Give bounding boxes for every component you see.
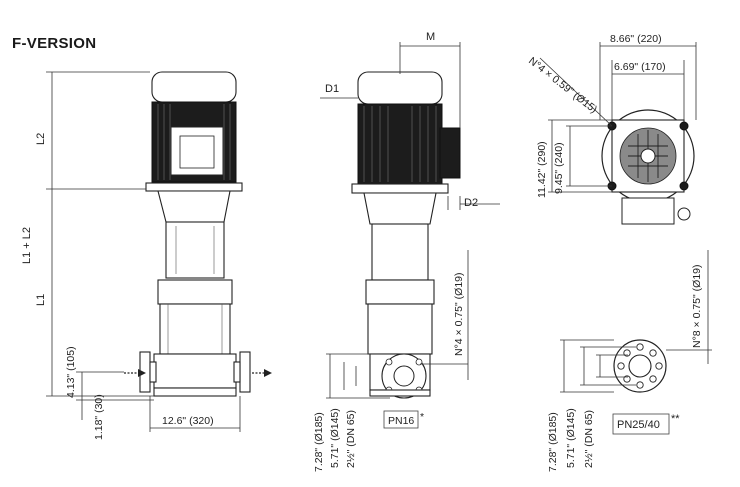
side-motor-flange — [351, 183, 449, 194]
side-motor-cap — [357, 71, 443, 105]
dim-h-105: 4.13" (105) — [65, 346, 77, 398]
front-top-chamber — [157, 279, 233, 305]
pn2540-label: PN25/40 — [617, 419, 660, 431]
drawing-title: F-VERSION — [12, 35, 96, 52]
front-pump-base — [153, 353, 237, 389]
front-flow-arrow-in — [124, 369, 146, 377]
dim-l1: L1 — [35, 294, 47, 306]
side-pump-foot — [369, 389, 431, 397]
front-flow-arrow-out — [252, 369, 272, 377]
front-view: L2 L1 + L2 L1 4.13" (105) 1.18" (30) 12.… — [21, 71, 272, 440]
side-lantern — [363, 192, 437, 225]
top-view: 8.66" (220) 6.69" (170) N°4 × 0.59" (Ø15… — [526, 33, 697, 225]
side-lantern-window — [371, 223, 429, 281]
dim-holes-19-flange: N°8 × 0.75" (Ø19) — [691, 264, 703, 348]
dim-l2: L2 — [35, 133, 47, 145]
side-top-chamber — [365, 279, 435, 305]
dim-d-185-a: 7.28" (Ø185) — [313, 412, 325, 472]
pn2540-mark: ** — [671, 413, 680, 425]
top-view-dimension-lines — [539, 42, 697, 193]
front-terminal-cover — [179, 135, 215, 169]
flange-view: N°8 × 0.75" (Ø19) 7.28" (Ø185) 5.71" (Ø1… — [547, 250, 712, 472]
front-pump-foot — [153, 387, 237, 397]
dim-h-30: 1.18" (30) — [93, 394, 105, 440]
dim-d-185-b: 7.28" (Ø185) — [547, 412, 559, 472]
dim-holes-15: N°4 × 0.59" (Ø15) — [526, 55, 599, 116]
pn16-mark: * — [420, 411, 424, 423]
pn16-box — [383, 410, 419, 429]
front-pump-stack — [159, 303, 231, 355]
side-view: D1 M D2 N°4 × 0.75" (Ø19) 7.28" (Ø185) 5… — [313, 31, 500, 472]
front-motor-cap — [151, 71, 237, 103]
dim-dn65-b: 2½" (DN 65) — [583, 410, 595, 468]
front-outlet-flange — [239, 351, 251, 393]
dim-h-240: 9.45" (240) — [553, 142, 565, 194]
side-terminal-box — [439, 127, 461, 179]
front-motor-flange — [145, 182, 243, 192]
flange-bore — [628, 354, 652, 378]
dim-w-170: 6.69" (170) — [614, 61, 666, 73]
front-motor-fin-lines — [157, 104, 231, 180]
dim-d2: D2 — [464, 197, 478, 209]
flange-dimension-lines — [560, 250, 712, 393]
top-view-terminal-box — [621, 197, 675, 225]
front-lantern-window — [165, 221, 225, 279]
dim-d1: D1 — [325, 83, 339, 95]
dim-d-145-b: 5.71" (Ø145) — [565, 408, 577, 468]
dim-w-320: 12.6" (320) — [162, 415, 214, 427]
side-flange-bore — [393, 365, 415, 387]
dim-holes-19-side: N°4 × 0.75" (Ø19) — [453, 272, 465, 356]
front-dimension-lines — [46, 71, 241, 432]
pn16-label: PN16 — [388, 415, 414, 427]
front-lantern — [157, 190, 231, 223]
side-pump-stack — [367, 303, 433, 355]
dim-d-145-a: 5.71" (Ø145) — [329, 408, 341, 468]
dim-w-220: 8.66" (220) — [610, 33, 662, 45]
side-dimension-lines — [320, 42, 500, 399]
side-motor-fins — [357, 103, 443, 185]
dim-h-290: 11.42" (290) — [536, 141, 548, 198]
pn2540-box — [612, 413, 670, 435]
dim-dn65-a: 2½" (DN 65) — [345, 410, 357, 468]
dim-l1-l2: L1 + L2 — [21, 227, 33, 264]
dim-m: M — [426, 31, 435, 43]
